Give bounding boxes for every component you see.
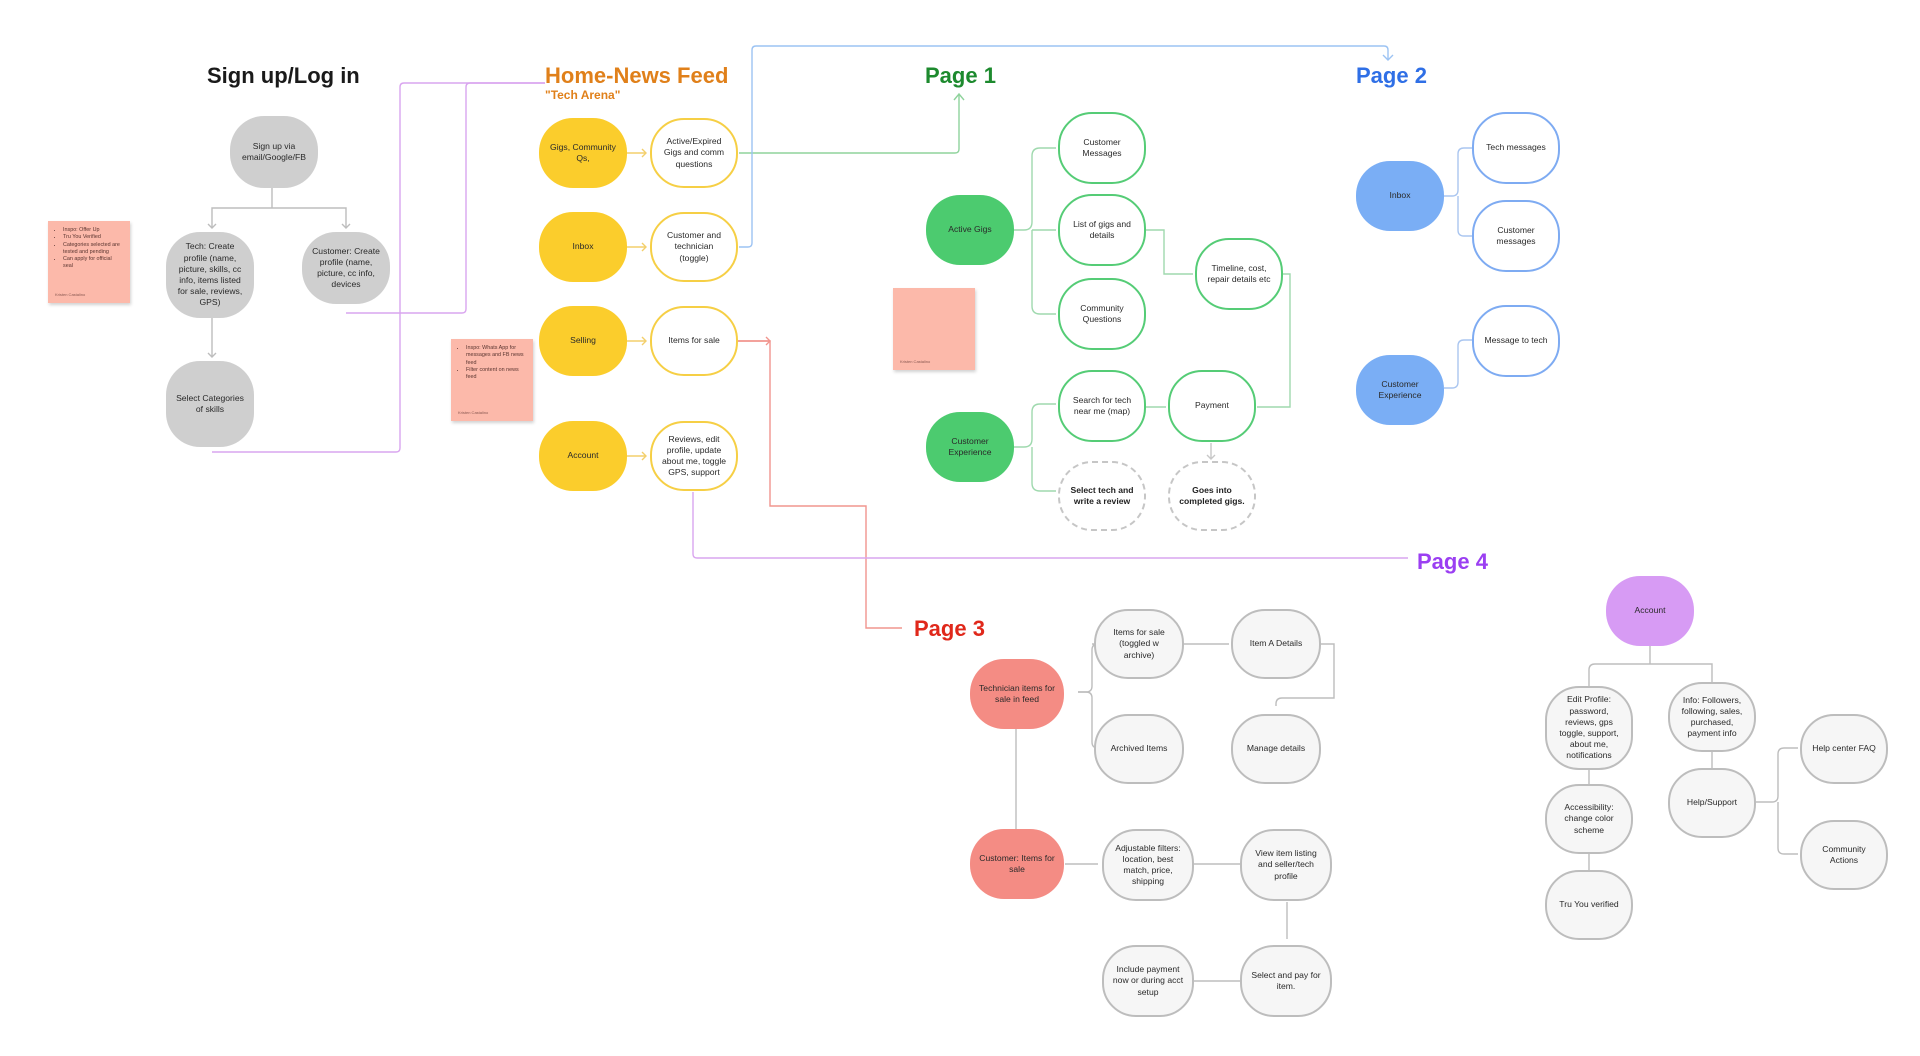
node-help-support[interactable]: Help/Support <box>1668 768 1756 838</box>
page3-title: Page 3 <box>914 616 985 641</box>
node-message-to-tech[interactable]: Message to tech <box>1472 305 1560 377</box>
node-archived-items[interactable]: Archived Items <box>1094 714 1184 784</box>
sticky-signup-item: Tru You Verified <box>63 234 123 241</box>
link-gigs-to-page1 <box>739 94 960 154</box>
node-list-of-gigs[interactable]: List of gigs and details <box>1058 194 1146 266</box>
node-account-detail[interactable]: Reviews, edit profile, update about me, … <box>650 421 738 491</box>
sticky-signup-item: Inspo: Offer Up <box>63 227 123 234</box>
node-include-payment[interactable]: Include payment now or during acct setup <box>1102 945 1194 1017</box>
sticky-author: Kristen Castalino <box>458 409 489 415</box>
home-feed-title: Home-News Feed <box>545 63 729 88</box>
node-payment[interactable]: Payment <box>1168 370 1256 442</box>
node-customer-experience-p2[interactable]: Customer Experience <box>1356 355 1444 425</box>
sticky-home-item: Inspo: Whats App for messages and FB new… <box>466 345 526 367</box>
sticky-author: Kristen Castalino <box>900 358 931 364</box>
node-gigs-community[interactable]: Gigs, Community Qs, <box>539 118 627 188</box>
node-community-actions[interactable]: Community Actions <box>1800 820 1888 890</box>
page1-title: Page 1 <box>925 63 996 88</box>
link-inbox-to-page2 <box>739 45 1389 248</box>
node-tech-create-profile[interactable]: Tech: Create profile (name, picture, ski… <box>166 232 254 318</box>
node-truyou-verified[interactable]: Tru You verified <box>1545 870 1633 940</box>
node-item-a-details[interactable]: Item A Details <box>1231 609 1321 679</box>
node-manage-details[interactable]: Manage details <box>1231 714 1321 784</box>
node-select-and-pay[interactable]: Select and pay for item. <box>1240 945 1332 1017</box>
node-inbox[interactable]: Inbox <box>539 212 627 282</box>
sticky-signup-item: Can apply for official seal <box>63 256 123 271</box>
node-tech-messages[interactable]: Tech messages <box>1472 112 1560 184</box>
node-technician-items[interactable]: Technician items for sale in feed <box>970 659 1064 729</box>
node-info[interactable]: Info: Followers, following, sales, purch… <box>1668 682 1756 752</box>
node-adjustable-filters[interactable]: Adjustable filters: location, best match… <box>1102 829 1194 901</box>
home-feed-subtitle: "Tech Arena" <box>545 88 621 102</box>
link-customer-to-home <box>346 82 545 314</box>
node-customer-items[interactable]: Customer: Items for sale <box>970 829 1064 899</box>
node-customer-messages[interactable]: Customer Messages <box>1058 112 1146 184</box>
sticky-signup-item: Categories selected are tested and pendi… <box>63 242 123 257</box>
node-edit-profile[interactable]: Edit Profile: password, reviews, gps tog… <box>1545 686 1633 770</box>
node-view-item-listing[interactable]: View item listing and seller/tech profil… <box>1240 829 1332 901</box>
node-selling[interactable]: Selling <box>539 306 627 376</box>
link-selling-to-page3 <box>738 340 902 629</box>
node-account[interactable]: Account <box>539 421 627 491</box>
link-page1-arrowhead <box>953 92 965 101</box>
node-inbox-p2[interactable]: Inbox <box>1356 161 1444 231</box>
node-customer-experience-p1[interactable]: Customer Experience <box>926 412 1014 482</box>
page4-title: Page 4 <box>1417 549 1488 574</box>
node-community-questions[interactable]: Community Questions <box>1058 278 1146 350</box>
node-customer-create-profile[interactable]: Customer: Create profile (name, picture,… <box>302 232 390 304</box>
node-signup-via[interactable]: Sign up via email/Google/FB <box>230 116 318 188</box>
link-signup-to-home <box>212 82 545 453</box>
node-search-tech[interactable]: Search for tech near me (map) <box>1058 370 1146 442</box>
link-page2-arrowhead <box>1382 54 1394 61</box>
node-active-gigs[interactable]: Active Gigs <box>926 195 1014 265</box>
node-account-p4[interactable]: Account <box>1606 576 1694 646</box>
node-selling-detail[interactable]: Items for sale <box>650 306 738 376</box>
sticky-note-page1: Kristen Castalino <box>893 288 975 370</box>
sticky-home-item: Filter content on news feed <box>466 367 526 382</box>
node-timeline[interactable]: Timeline, cost, repair details etc <box>1195 238 1283 310</box>
sticky-author: Kristen Castalino <box>55 291 86 297</box>
node-select-categories[interactable]: Select Categories of skills <box>166 361 254 447</box>
node-inbox-detail[interactable]: Customer and technician (toggle) <box>650 212 738 282</box>
link-account-to-page4 <box>692 492 1408 559</box>
node-select-tech-review[interactable]: Select tech and write a review <box>1058 461 1146 531</box>
sticky-note-home: Inspo: Whats App for messages and FB new… <box>451 339 533 421</box>
sticky-note-signup: Inspo: Offer Up Tru You Verified Categor… <box>48 221 130 303</box>
node-help-center-faq[interactable]: Help center FAQ <box>1800 714 1888 784</box>
node-items-for-sale-toggled[interactable]: Items for sale (toggled w archive) <box>1094 609 1184 679</box>
node-accessibility[interactable]: Accessibility: change color scheme <box>1545 784 1633 854</box>
node-completed-gigs[interactable]: Goes into completed gigs. <box>1168 461 1256 531</box>
signup-title: Sign up/Log in <box>207 63 360 88</box>
page2-title: Page 2 <box>1356 63 1427 88</box>
node-customer-messages-p2[interactable]: Customer messages <box>1472 200 1560 272</box>
node-gigs-detail[interactable]: Active/Expired Gigs and comm questions <box>650 118 738 188</box>
